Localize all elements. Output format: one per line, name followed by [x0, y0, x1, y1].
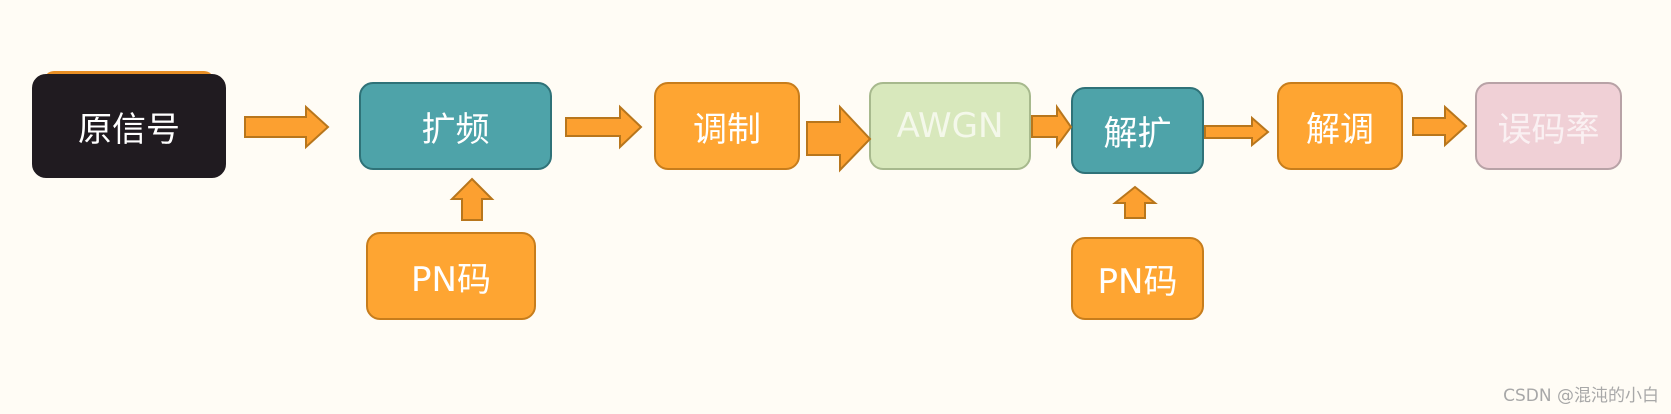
arrow-awgn-to-despread: [1031, 103, 1073, 150]
despread-box: 解扩: [1071, 87, 1204, 174]
spread-spectrum-box: 扩频: [359, 82, 552, 170]
arrow-pn-to-despread: [1112, 185, 1158, 219]
demodulation-label: 解调: [1306, 109, 1374, 150]
bit-error-rate-label: 误码率: [1497, 109, 1600, 150]
pn-code-label-despread: PN码: [1097, 262, 1178, 302]
spread-spectrum-label: 扩频: [421, 109, 490, 150]
demodulation-box: 解调: [1277, 82, 1403, 170]
bit-error-rate-box: 误码率: [1475, 82, 1622, 170]
pn-code-label-spread: PN码: [411, 259, 491, 300]
modulation-label: 调制: [693, 109, 761, 150]
arrow-pn-to-spread: [449, 177, 495, 221]
awgn-box: AWGN: [869, 82, 1031, 170]
arrow-source-to-spread: [244, 104, 330, 150]
arrow-despread-to-demodulation: [1204, 115, 1270, 148]
arrow-spread-to-modulation: [565, 104, 643, 150]
arrow-modulation-to-awgn: [806, 104, 872, 173]
watermark: CSDN @混沌的小白: [1503, 386, 1659, 406]
pn-code-box-despread: PN码: [1071, 237, 1204, 320]
awgn-label: AWGN: [896, 106, 1004, 146]
source-signal-box: 原信号: [32, 74, 226, 178]
arrow-demodulation-to-ber: [1412, 104, 1468, 148]
despread-label: 解扩: [1103, 114, 1172, 154]
modulation-box: 调制: [654, 82, 800, 170]
pn-code-box-spread: PN码: [366, 232, 536, 320]
source-signal-label: 原信号: [78, 109, 180, 150]
